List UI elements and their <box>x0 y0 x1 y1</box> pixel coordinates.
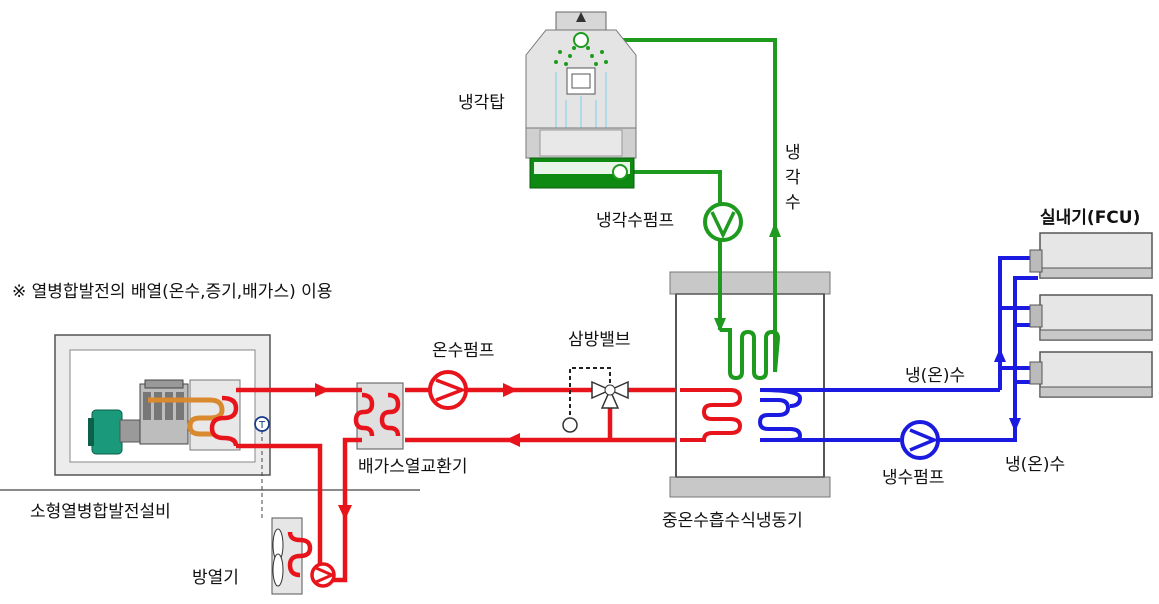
indoor-unit-3 <box>1029 351 1153 398</box>
engine-block <box>139 379 189 445</box>
chilled-water-pump <box>900 420 940 460</box>
flow-arrow <box>503 383 518 397</box>
chilled-water-loop <box>757 256 1038 442</box>
absorption-chiller <box>669 271 831 498</box>
cooling-water-loop <box>592 38 781 381</box>
temperature-sensor: T <box>254 416 270 432</box>
indoor-unit-2 <box>1029 294 1153 341</box>
chilled-water-pump-label: 냉수펌프 <box>882 468 945 488</box>
flow-arrow <box>994 348 1006 362</box>
three-way-valve-label: 삼방밸브 <box>568 330 631 350</box>
cooling-water-pump-label: 냉각수펌프 <box>596 211 674 231</box>
hot-water-pump <box>428 370 468 410</box>
supply-water-label: 냉(온)수 <box>905 366 965 386</box>
engine-coil <box>148 397 225 437</box>
cooling-tower <box>525 11 637 189</box>
return-water-label: 냉(온)수 <box>1005 455 1065 475</box>
note-label: ※ 열병합발전의 배열(온수,증기,배가스) 이용 <box>12 282 332 302</box>
flow-arrow <box>338 505 352 520</box>
chp-equipment-label: 소형열병합발전설비 <box>30 502 171 522</box>
flow-arrow <box>315 383 330 397</box>
chp-unit <box>54 334 271 476</box>
indoor-unit-label: 실내기(FCU) <box>1040 208 1140 228</box>
radiator-label: 방열기 <box>192 568 239 588</box>
flow-arrow <box>1009 418 1021 432</box>
hot-water-pump-label: 온수펌프 <box>432 341 495 361</box>
cooling-tower-label: 냉각탑 <box>458 93 505 113</box>
flow-arrow <box>505 433 520 447</box>
radiator-pump <box>310 562 336 588</box>
three-way-valve <box>562 367 629 433</box>
cooling-water-label-2: 각 <box>785 168 801 188</box>
flow-arrow <box>714 318 726 332</box>
cooling-water-pump <box>703 202 743 242</box>
generator-coil <box>680 388 743 442</box>
temp-sensor-label: T <box>258 420 266 431</box>
evaporator-coil <box>759 388 803 408</box>
cooling-water-label-3: 수 <box>785 193 801 213</box>
exhaust-hx-label: 배가스열교환기 <box>358 457 467 477</box>
cooling-water-label-1: 냉 <box>785 143 801 163</box>
generator-motor <box>88 409 143 455</box>
chiller-label: 중온수흡수식냉동기 <box>662 511 803 531</box>
indoor-unit-1 <box>1029 232 1153 279</box>
flow-arrow <box>769 222 781 237</box>
